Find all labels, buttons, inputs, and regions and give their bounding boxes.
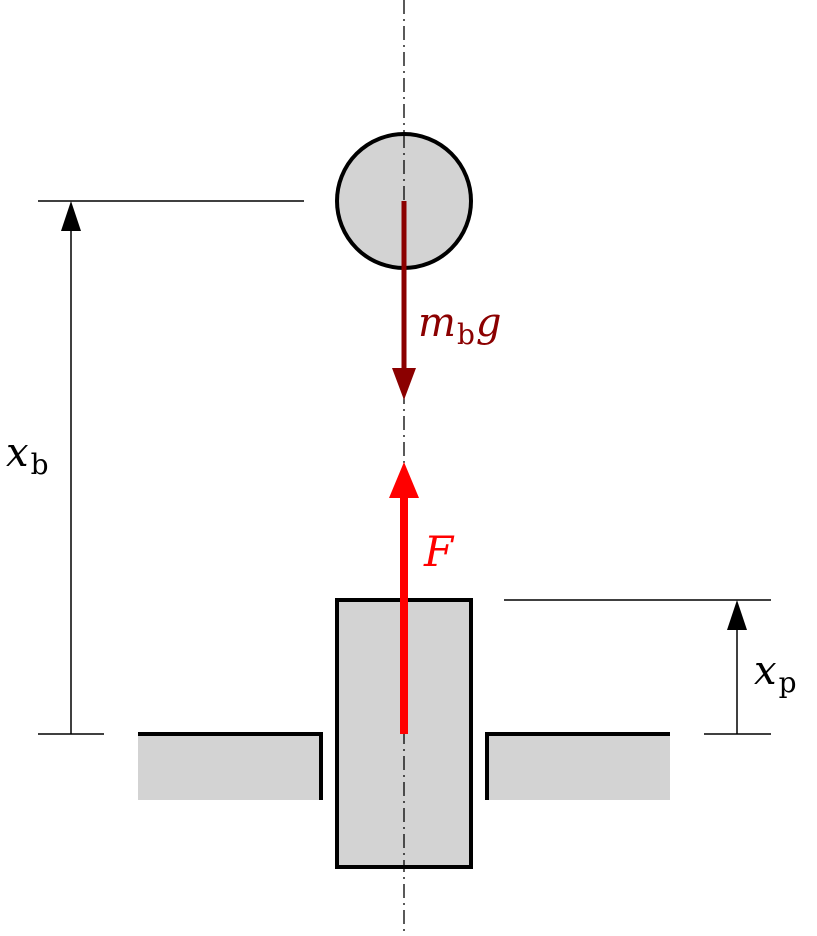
- weight-label: mbg: [418, 300, 501, 351]
- xp-label: xp: [754, 648, 797, 699]
- xb-label: xb: [6, 430, 49, 481]
- base-plate-right: [487, 734, 670, 800]
- base-plate-left: [138, 734, 321, 800]
- force-arrowhead: [389, 462, 419, 498]
- weight-arrowhead: [392, 368, 416, 400]
- xp-arrowhead: [727, 600, 747, 630]
- xb-arrowhead: [61, 201, 81, 231]
- base-plate-right-edge: [485, 732, 670, 800]
- force-label: F: [423, 527, 455, 576]
- base-plate-left-edge: [138, 732, 323, 800]
